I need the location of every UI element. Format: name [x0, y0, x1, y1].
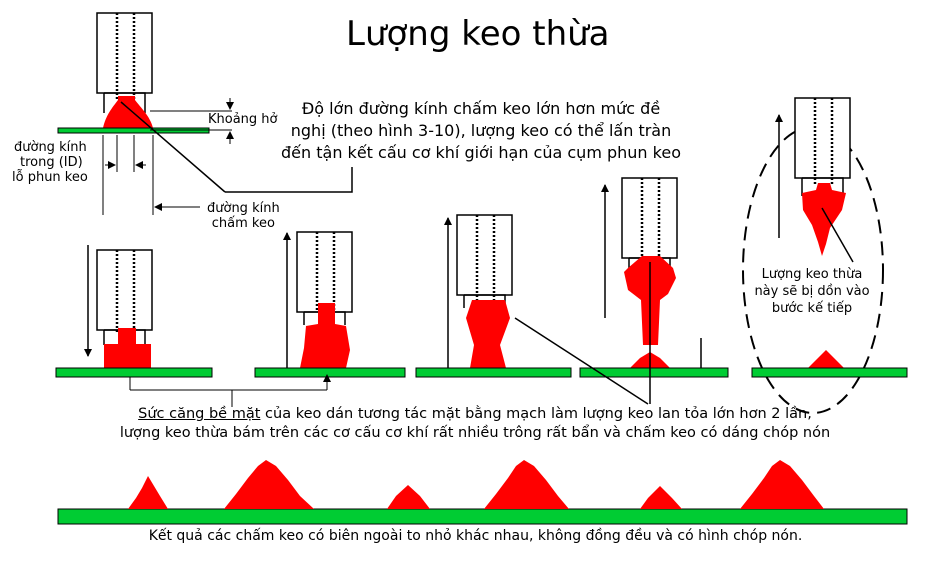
surface-tension-term: Sức căng bề mặt — [138, 406, 261, 422]
surface-tension-text: Sức căng bề mặt của keo dán tương tác mặ… — [119, 406, 831, 441]
page-title: Lượng keo thừa — [346, 14, 610, 54]
step-4-break — [579, 177, 729, 378]
result-dot-5 — [640, 486, 682, 509]
step-3-lift — [415, 214, 572, 378]
nozzle-id-label: đường kính trong (ID) lỗ phun keo — [12, 140, 88, 185]
result-caption: Kết quả các chấm keo có biên ngoài to nh… — [148, 528, 803, 544]
gap-label: Khoảng hở — [208, 112, 278, 127]
board-step-5 — [751, 367, 908, 378]
board-step-1 — [55, 367, 213, 378]
board-result — [57, 508, 908, 525]
board-step-2 — [254, 367, 406, 378]
glue-step-5 — [802, 183, 846, 256]
glue-step-1 — [104, 328, 151, 368]
surface-tension-pointers — [129, 262, 651, 407]
board-step-4 — [579, 367, 729, 378]
glue-step-5-dot — [808, 350, 844, 368]
result-dot-6 — [740, 460, 824, 509]
result-dot-4 — [484, 460, 569, 509]
glue-step-2 — [300, 303, 350, 368]
step-1-dispense — [55, 245, 213, 378]
result-row — [57, 460, 908, 525]
description-text: Độ lớn đường kính chấm keo lớn hơn mức đ… — [281, 99, 681, 162]
result-dot-3 — [387, 485, 430, 509]
board-step-3 — [415, 367, 572, 378]
glue-dot-detail — [103, 96, 153, 128]
step-5-excess — [742, 97, 908, 414]
result-dot-2 — [224, 460, 314, 509]
dot-diameter-label: đường kính chấm keo — [207, 201, 280, 231]
result-dot-1 — [128, 476, 168, 509]
glue-step-3 — [466, 300, 510, 368]
excess-note: Lượng keo thừa này sẽ bị dồn vào bước kế… — [754, 267, 870, 316]
detail-nozzle-view — [57, 12, 353, 215]
step-2-lift — [254, 231, 406, 378]
